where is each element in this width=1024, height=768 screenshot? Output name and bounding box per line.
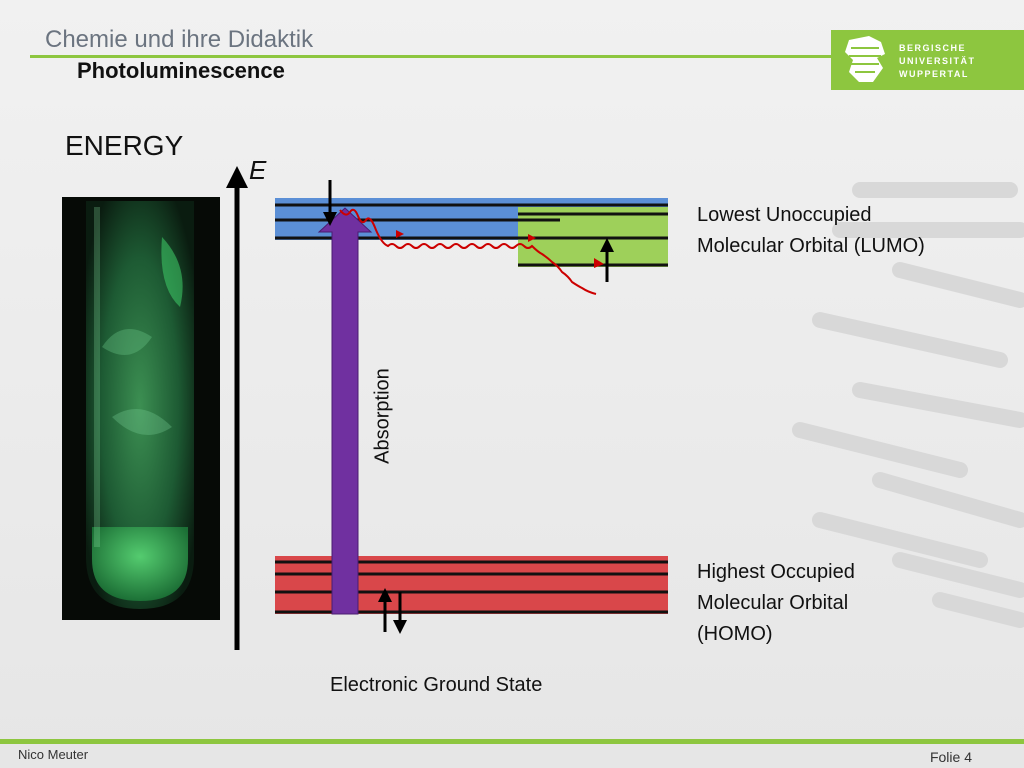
relaxation-arrowhead-3 — [594, 258, 604, 268]
header-divider — [30, 55, 1024, 58]
lumo-label-line-1: Lowest Unoccupied — [697, 204, 872, 226]
relaxation-arrowhead-1 — [396, 230, 404, 238]
homo-label-line-1: Highest Occupied — [697, 561, 855, 583]
relaxation-path — [339, 208, 597, 295]
homo-label-line-3: (HOMO) — [697, 623, 773, 645]
course-title: Chemie und ihre Didaktik — [45, 26, 314, 53]
lumo-label-line-2: Molecular Orbital (LUMO) — [697, 235, 925, 257]
homo-spin-down-arrowhead — [393, 620, 407, 634]
ground-state-label: Electronic Ground State — [330, 674, 543, 696]
lumo-label: Lowest Unoccupied Molecular Orbital (LUM… — [697, 200, 925, 262]
relaxation-arrowhead-2 — [528, 234, 536, 242]
energy-axis-arrowhead — [226, 166, 248, 188]
logo-line-1: BERGISCHE — [899, 43, 967, 53]
footer-author: Nico Meuter — [18, 747, 89, 762]
slide-title: Photoluminescence — [77, 58, 285, 83]
energy-axis-label: E — [249, 155, 267, 185]
footer-divider — [0, 739, 1024, 744]
logo-line-2: UNIVERSITÄT — [899, 56, 976, 66]
homo-label: Highest Occupied Molecular Orbital (HOMO… — [697, 557, 855, 650]
test-tube-glow — [62, 197, 220, 620]
excited-electron-arrowhead — [323, 212, 337, 226]
homo-spin-up-arrowhead — [378, 588, 392, 602]
energy-title: ENERGY — [65, 130, 184, 161]
logo-text: BERGISCHE UNIVERSITÄT WUPPERTAL — [899, 42, 976, 81]
slide-number: Folie 4 — [929, 749, 972, 765]
relaxed-electron-arrowhead — [600, 238, 614, 252]
university-seal-icon — [845, 36, 885, 82]
absorption-label: Absorption — [371, 368, 394, 464]
absorption-arrow — [317, 207, 373, 615]
test-tube-photo — [62, 197, 220, 620]
homo-label-line-2: Molecular Orbital — [697, 592, 849, 614]
logo-line-3: WUPPERTAL — [899, 69, 969, 79]
university-logo: BERGISCHE UNIVERSITÄT WUPPERTAL — [831, 30, 1024, 90]
